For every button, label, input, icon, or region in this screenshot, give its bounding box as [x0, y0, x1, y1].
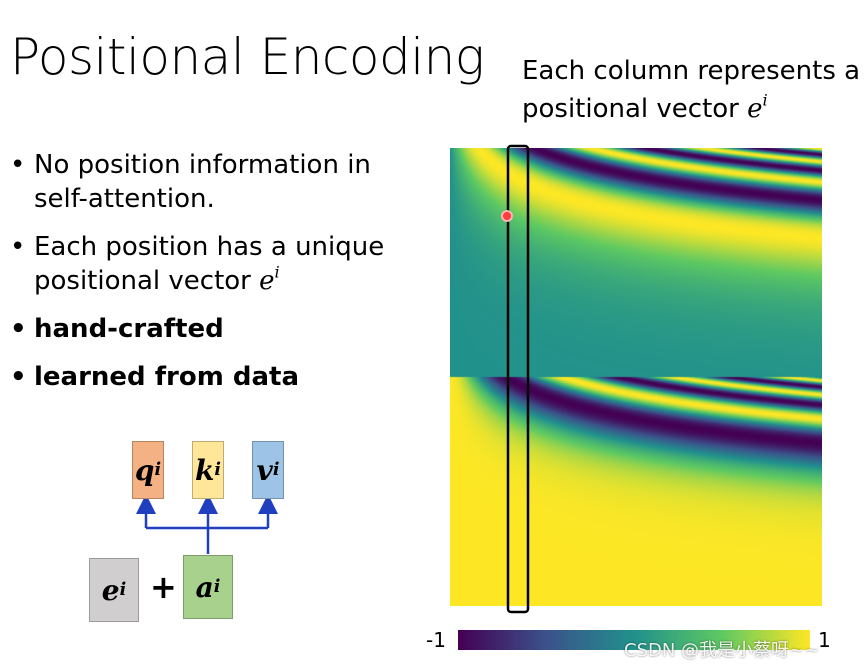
key-symbol: k: [194, 453, 215, 487]
bullet-dot-icon: •: [10, 232, 26, 262]
bullet-list: • No position information in self-attent…: [10, 148, 410, 408]
colorbar-min-label: -1: [426, 628, 446, 652]
bullet-item: • Each position has a unique positional …: [10, 230, 410, 298]
bullet-math-e: e: [259, 266, 275, 296]
caption-line-1: Each column represents a: [522, 56, 861, 86]
caption-line-2: positional vector ei: [522, 90, 860, 128]
positional-symbol: e: [101, 573, 120, 607]
colorbar-max-label: 1: [818, 628, 831, 652]
value-symbol: v: [256, 453, 273, 487]
bullet-dot-icon: •: [10, 314, 27, 344]
bullet-math-sup: i: [274, 262, 280, 282]
bullet-text: learned from data: [34, 362, 299, 392]
input-symbol: a: [195, 570, 214, 604]
plus-sign: +: [150, 568, 177, 606]
slide-title: Positional Encoding: [10, 28, 485, 86]
caption-math-sup: i: [762, 90, 768, 110]
bullet-item: • hand-crafted: [10, 312, 410, 346]
bullet-text: hand-crafted: [34, 314, 224, 344]
positional-encoding-heatmap: [450, 148, 822, 606]
heatmap-caption: Each column represents a positional vect…: [522, 52, 860, 128]
query-symbol: q: [134, 453, 155, 487]
watermark: CSDN @我是小蔡呀~~: [624, 640, 820, 661]
caption-text: positional vector: [522, 94, 739, 124]
bullet-dot-icon: •: [10, 150, 26, 180]
colorbar: [458, 630, 810, 650]
bullet-dot-icon: •: [10, 362, 27, 392]
bullet-text: Each position has a unique positional ve…: [34, 232, 385, 296]
bullet-item: • No position information in self-attent…: [10, 148, 410, 216]
arrow-lines: [136, 494, 278, 554]
bullet-text: No position information in self-attentio…: [34, 150, 371, 214]
caption-math-e: e: [747, 94, 763, 124]
bullet-item: • learned from data: [10, 360, 410, 394]
